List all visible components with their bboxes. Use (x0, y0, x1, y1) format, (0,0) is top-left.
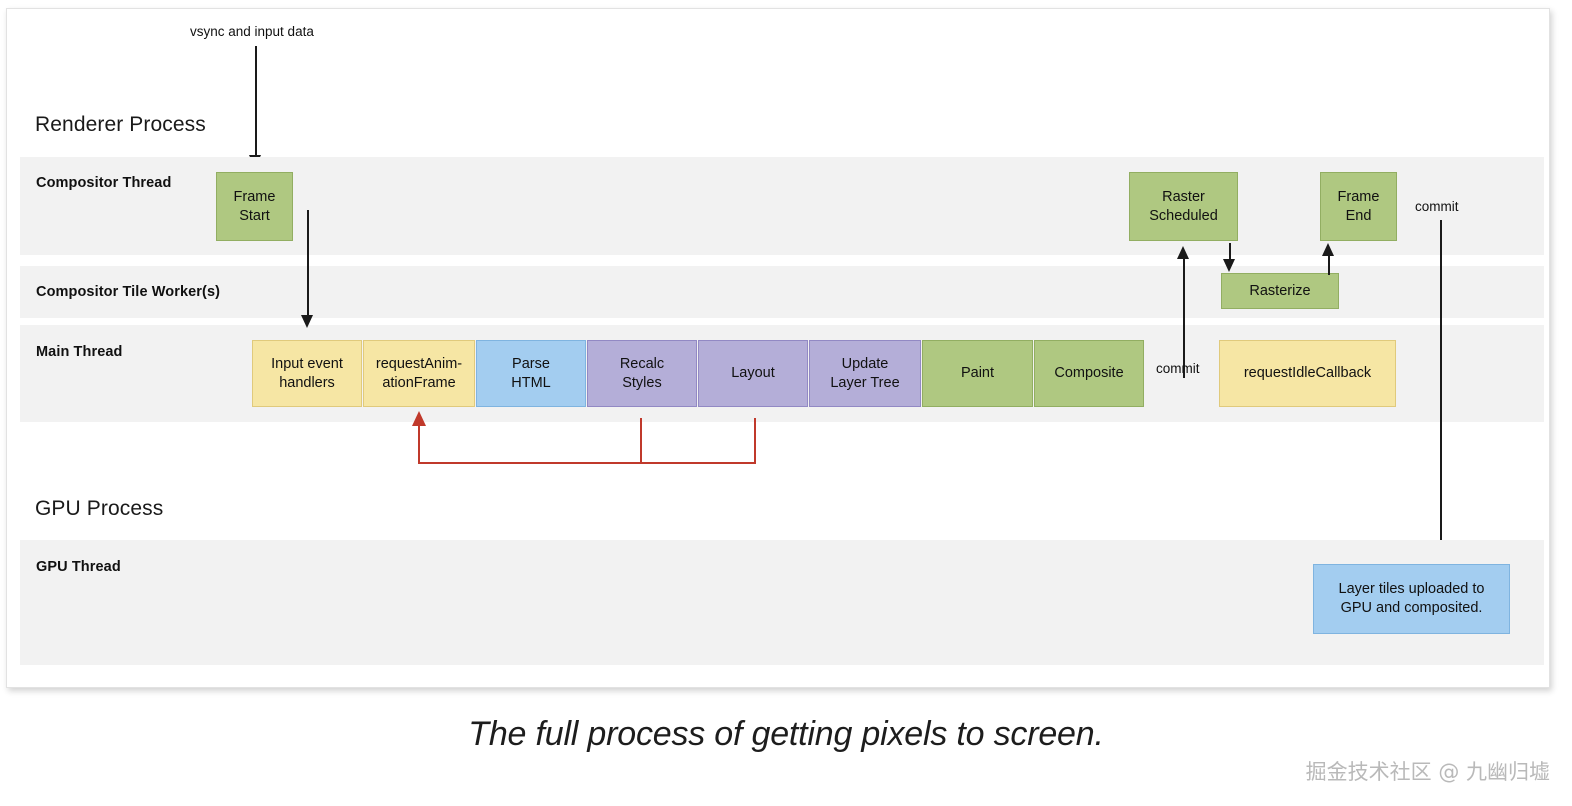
figure-caption: The full process of getting pixels to sc… (468, 715, 1104, 753)
lane-label-gpu-thread: GPU Thread (36, 559, 121, 575)
rasterize-to-frame-end-head (1322, 243, 1334, 256)
raster-scheduled-to-rasterize-head (1223, 259, 1235, 272)
commit-to-raster-scheduled-head (1177, 246, 1189, 259)
box-layout[interactable]: Layout (698, 340, 808, 407)
red-connector-baseline (418, 462, 756, 464)
commit-label-right: commit (1415, 199, 1459, 214)
commit-to-gpu-line (1440, 220, 1442, 543)
box-rasterize[interactable]: Rasterize (1221, 273, 1339, 309)
commit-to-raster-scheduled-line (1183, 253, 1185, 378)
box-request-animation-frame[interactable]: requestAnim-ationFrame (363, 340, 475, 407)
vsync-arrow-line (255, 46, 257, 158)
lane-label-main-thread: Main Thread (36, 344, 123, 360)
box-paint[interactable]: Paint (922, 340, 1033, 407)
vsync-input-note: vsync and input data (190, 24, 314, 39)
red-connector-left-riser (418, 424, 420, 464)
red-connector-arrow-head (412, 411, 426, 426)
lane-label-compositor-tile-workers: Compositor Tile Worker(s) (36, 284, 221, 300)
commit-label-left: commit (1156, 361, 1200, 376)
process-title-gpu: GPU Process (35, 497, 164, 520)
red-connector-recalc-riser (640, 418, 642, 464)
frame-start-to-main-thread-head (301, 315, 313, 328)
red-connector-layout-riser (754, 418, 756, 464)
raster-scheduled-to-rasterize-line (1229, 243, 1231, 262)
watermark-text: 掘金技术社区 @ 九幽归墟 (1305, 760, 1550, 784)
rasterize-to-frame-end-line (1328, 255, 1330, 275)
lane-gpu-thread (20, 540, 1544, 665)
lane-label-compositor-thread: Compositor Thread (36, 175, 172, 191)
process-title-renderer: Renderer Process (35, 113, 206, 136)
frame-start-to-main-thread-line (307, 210, 309, 318)
box-composite[interactable]: Composite (1034, 340, 1144, 407)
box-request-idle-callback[interactable]: requestIdleCallback (1219, 340, 1396, 407)
